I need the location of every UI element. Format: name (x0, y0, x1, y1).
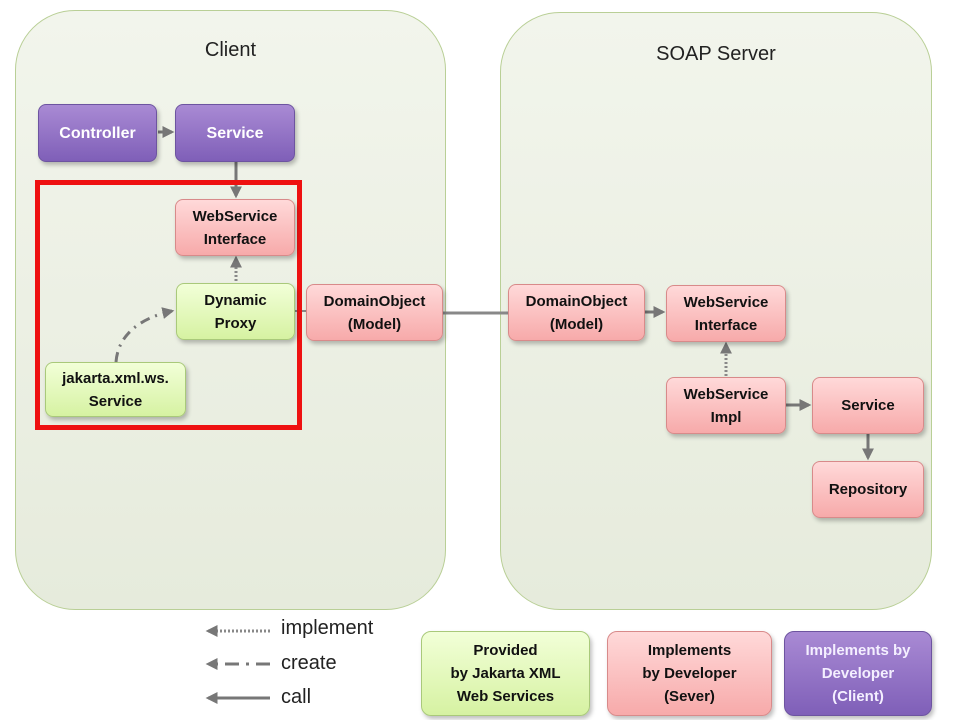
legend-call-label: call (281, 686, 312, 708)
client-ws-interface-box: WebService Interface (175, 199, 295, 256)
client-panel-title: Client (204, 39, 257, 61)
server-domain-object-box: DomainObject (Model) (508, 284, 645, 341)
server-ws-interface-box: WebService Interface (666, 285, 786, 342)
controller-box: Controller (38, 104, 157, 162)
client-proxy-highlight (35, 180, 302, 430)
client-domain-object-box: DomainObject (Model) (306, 284, 443, 341)
jakarta-service-box: jakarta.xml.ws. Service (45, 362, 186, 417)
legend-provided-box: Provided by Jakarta XML Web Services (421, 631, 590, 716)
ws-impl-box: WebService Impl (666, 377, 786, 434)
legend-developer-server-box: Implements by Developer (Sever) (607, 631, 772, 716)
legend-create-label: create (281, 652, 337, 674)
legend-implement-label: implement (281, 617, 374, 639)
server-service-box: Service (812, 377, 924, 434)
dynamic-proxy-box: Dynamic Proxy (176, 283, 295, 340)
arrow-jakarta-creates-proxy (114, 307, 175, 363)
soap-server-panel-title: SOAP Server (656, 43, 776, 65)
client-service-box: Service (175, 104, 295, 162)
repository-box: Repository (812, 461, 924, 518)
legend-developer-client-box: Implements by Developer (Client) (784, 631, 932, 716)
